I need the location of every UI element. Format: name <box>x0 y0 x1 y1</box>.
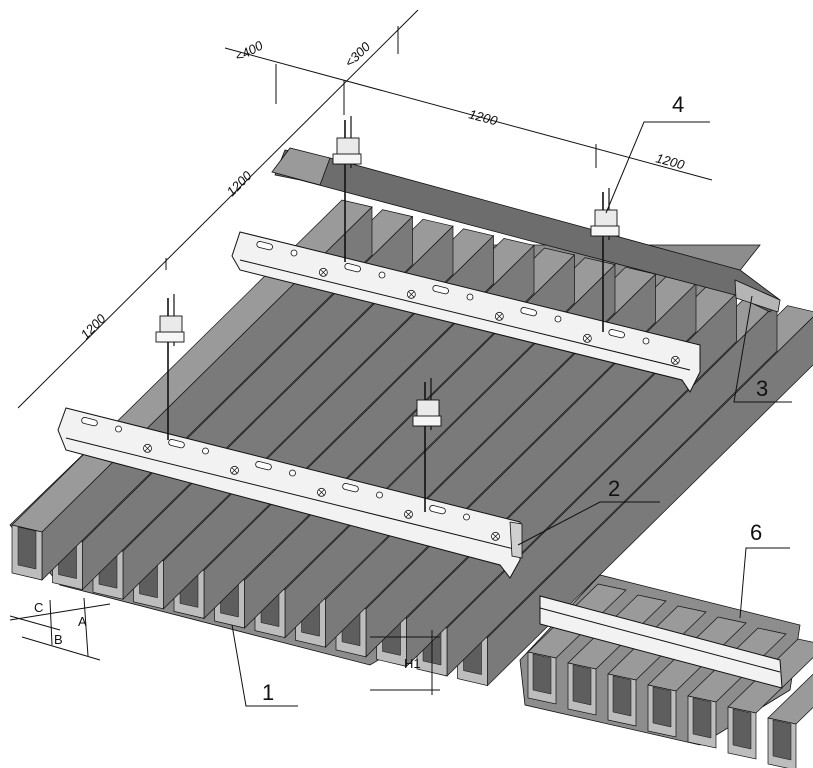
callout-2: 2 <box>608 476 620 501</box>
dimension-lines <box>9 9 792 707</box>
slot-hole <box>608 329 625 339</box>
round-hole <box>466 293 474 301</box>
dim-left-upper: 1200 <box>224 168 256 200</box>
detail-slat <box>767 673 813 768</box>
round-hole <box>463 513 470 521</box>
round-hole <box>376 491 383 499</box>
hanger <box>332 116 362 262</box>
dim-lt400: <400 <box>232 37 266 64</box>
slot-hole <box>432 285 449 295</box>
hanger-group <box>155 116 620 512</box>
slot-hole <box>256 241 273 251</box>
carrier-rail <box>271 147 781 313</box>
label-c: C <box>34 600 43 615</box>
dim-top-span-right: 1200 <box>654 150 687 172</box>
cross-hole <box>494 311 504 321</box>
slot-hole <box>520 307 537 317</box>
profile-labels: C A B H1 <box>34 600 421 671</box>
stringer-back <box>231 231 701 393</box>
callout-4: 4 <box>672 92 684 117</box>
label-b: B <box>54 632 63 647</box>
cross-hole <box>670 355 680 365</box>
label-a: A <box>78 614 87 629</box>
cross-hole <box>404 509 413 519</box>
leader-1 <box>231 624 298 707</box>
hanger <box>412 378 442 512</box>
leader-6 <box>739 547 790 619</box>
slot-hole <box>342 483 359 493</box>
leader-4 <box>605 121 710 214</box>
callout-3: 3 <box>756 376 768 401</box>
slot-hole <box>81 417 98 427</box>
cross-hole <box>406 289 416 299</box>
callout-6: 6 <box>750 520 762 545</box>
stringer-end <box>509 521 523 559</box>
hanger <box>590 188 620 332</box>
slot-hole <box>168 439 185 449</box>
cross-hole <box>143 443 152 453</box>
cross-hole <box>318 267 328 277</box>
dim-lt300: <300 <box>342 38 374 70</box>
cross-hole <box>491 531 500 541</box>
callout-labels: 4 3 2 1 6 <box>262 92 768 705</box>
detail-grille <box>519 574 813 768</box>
round-hole <box>202 447 209 455</box>
slot-hole <box>429 505 446 515</box>
callout-1: 1 <box>262 680 274 705</box>
round-hole <box>554 315 562 323</box>
stringer-front <box>57 407 523 579</box>
round-hole <box>378 271 386 279</box>
detail-slat-group <box>527 583 813 768</box>
cross-hole <box>317 487 326 497</box>
round-hole <box>290 249 298 257</box>
slot-hole <box>344 263 361 273</box>
hanger <box>155 294 185 440</box>
cross-hole <box>582 333 592 343</box>
label-h1: H1 <box>404 656 421 671</box>
dim-top-span: 1200 <box>467 106 500 128</box>
slot-hole <box>255 461 272 471</box>
leader-2 <box>517 501 660 546</box>
round-hole <box>642 337 650 345</box>
round-hole <box>289 469 296 477</box>
detail-stringer <box>539 595 783 689</box>
round-hole <box>115 425 122 433</box>
dim-left-lower: 1200 <box>78 311 110 343</box>
leader-3 <box>733 295 792 403</box>
cross-hole <box>230 465 239 475</box>
